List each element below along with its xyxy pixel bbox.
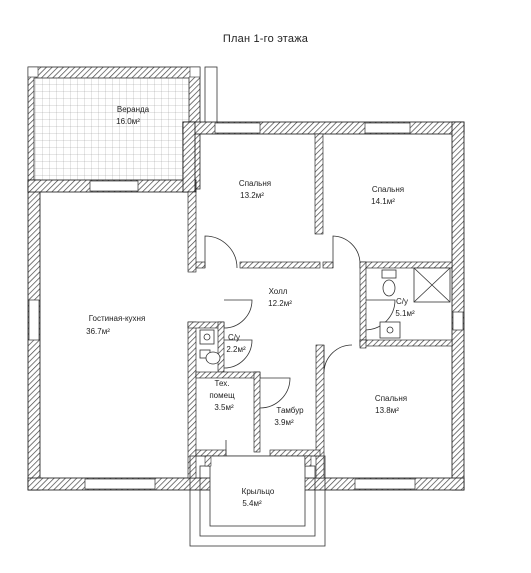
porch <box>189 455 326 547</box>
vestibule-name: Тамбур <box>276 406 304 415</box>
porch-area: 5.4м² <box>242 499 262 508</box>
doors <box>204 235 396 485</box>
bedroom2-name: Спальня <box>372 185 404 194</box>
bedroom3-name: Спальня <box>375 394 407 403</box>
vestibule-area: 3.9м² <box>274 418 294 427</box>
bath2-name: С/у <box>228 333 240 342</box>
bath-fixtures <box>199 267 451 365</box>
bedroom1-name: Спальня <box>239 179 271 188</box>
bedroom2-area: 14.1м² <box>371 197 395 206</box>
veranda-name: Веранда <box>117 105 150 114</box>
windows <box>28 122 464 490</box>
bath1-name: С/у <box>396 297 408 306</box>
porch-name: Крыльцо <box>242 487 275 496</box>
bath2-area: 2.2м² <box>226 345 246 354</box>
tech-area: 3.5м² <box>214 403 234 412</box>
living-area: 36.7м² <box>86 327 110 336</box>
interior-walls <box>187 133 453 479</box>
tech-name2: помещ <box>209 391 235 400</box>
veranda <box>27 66 218 190</box>
living-name: Гостиная-кухня <box>89 314 146 323</box>
bedroom3-area: 13.8м² <box>375 406 399 415</box>
bath1-area: 5.1м² <box>395 309 415 318</box>
hall-area: 12.2м² <box>268 299 292 308</box>
hall-name: Холл <box>269 287 288 296</box>
veranda-area: 16.0м² <box>116 117 140 126</box>
bedroom1-area: 13.2м² <box>240 191 264 200</box>
tech-name1: Тех. <box>215 379 230 388</box>
plan-title: План 1-го этажа <box>222 33 309 45</box>
